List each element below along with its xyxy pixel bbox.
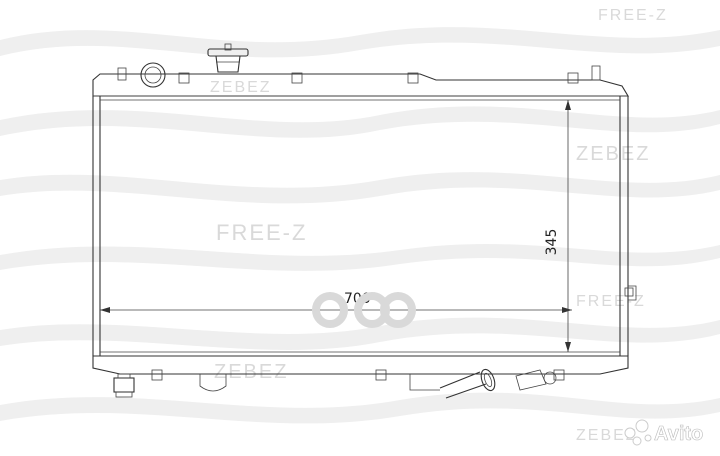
watermark-logo <box>312 292 416 328</box>
top-tank <box>92 65 629 97</box>
radiator-core <box>92 96 629 356</box>
watermark-text-bottom: ZEBEZ <box>214 361 288 383</box>
watermark-text-top-right: FREE-Z <box>598 7 668 24</box>
bottom-tank <box>92 355 629 399</box>
watermark-text-center: FREE-Z <box>216 220 307 245</box>
watermark-text-bottom-right: ZEBEZ <box>576 427 638 444</box>
avito-badge-label: Avito <box>654 423 703 445</box>
watermark-text-top: ZEBEZ <box>210 79 272 96</box>
side-bracket <box>624 285 637 301</box>
avito-badge: Avito <box>624 419 704 446</box>
watermark-brand-texts: FREE-Z ZEBEZ ZEBEZ FREE-Z FREE-Z ZEBEZ Z… <box>210 7 668 444</box>
watermark-text-mid-right: ZEBEZ <box>576 143 650 165</box>
watermark-text-right: FREE-Z <box>576 293 646 310</box>
watermark-waves <box>0 27 720 424</box>
height-dimension: 345 <box>544 100 571 352</box>
height-dimension-label: 345 <box>544 229 560 256</box>
radiator-cap <box>207 43 249 73</box>
inlet-neck <box>140 62 166 88</box>
